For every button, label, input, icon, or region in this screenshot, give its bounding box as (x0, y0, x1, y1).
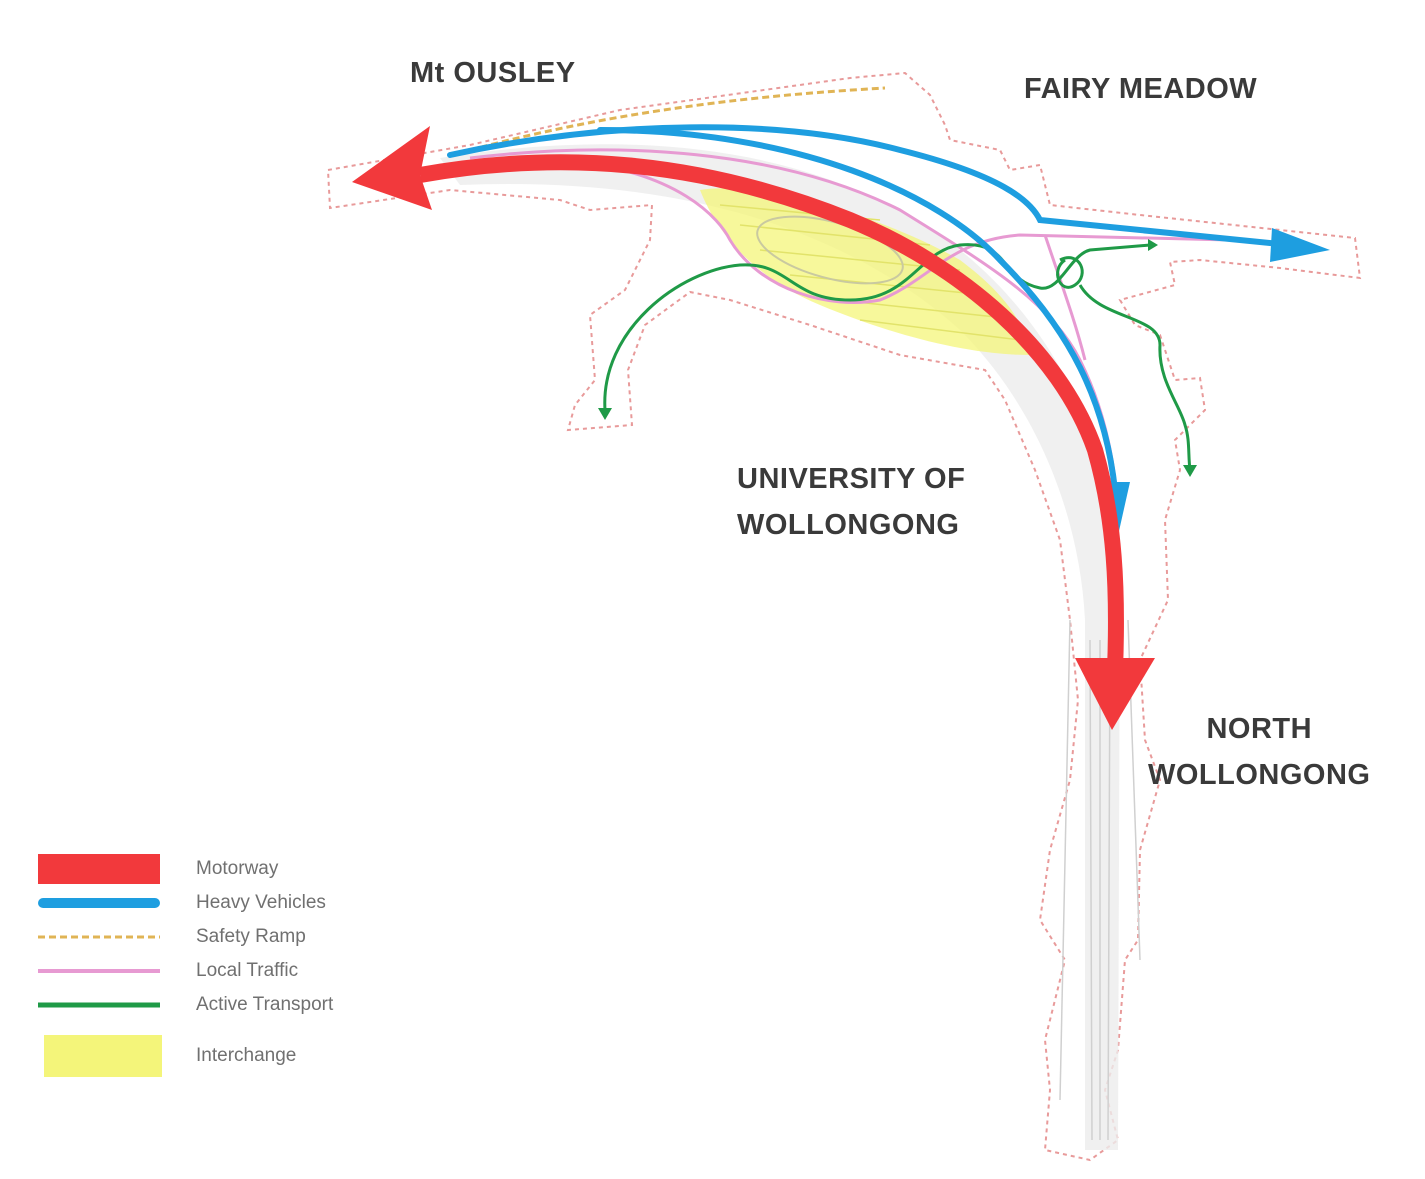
legend-item-interchange: Interchange (38, 1028, 398, 1084)
legend-item-heavy-vehicles: Heavy Vehicles (38, 886, 398, 920)
motorway-arrow-south (1075, 658, 1155, 730)
active-transport-routes (603, 243, 1192, 471)
place-label-mt-ousley: Mt OUSLEY (410, 50, 576, 96)
place-name: FAIRY MEADOW (1024, 73, 1258, 105)
heavy-vehicle-arrowheads (1102, 228, 1330, 540)
motorway-arrow-west (352, 126, 432, 210)
heavy-vehicle-arrow-east (1270, 228, 1330, 262)
motorway-swatch (38, 854, 160, 884)
legend-label: Local Traffic (196, 960, 299, 981)
legend-item-active-transport: Active Transport (38, 988, 398, 1022)
place-name-line: UNIVERSITY OF (737, 463, 966, 495)
legend-label: Motorway (196, 858, 279, 879)
interchange-swatch (44, 1035, 162, 1077)
legend-label: Interchange (196, 1045, 297, 1066)
heavy-vehicles-swatch (38, 898, 160, 908)
place-name-line: WOLLONGONG (737, 509, 960, 541)
place-name-line: WOLLONGONG (1148, 759, 1371, 791)
heavy-vehicle-routes (447, 124, 1293, 493)
place-label-fairy-meadow: FAIRY MEADOW (1024, 66, 1257, 112)
legend-label: Heavy Vehicles (196, 892, 326, 913)
map-legend: Motorway Heavy Vehicles Safety Ramp Loca… (38, 852, 398, 1084)
legend-item-motorway: Motorway (38, 852, 398, 886)
place-name: Mt OUSLEY (410, 57, 576, 89)
road-corridor (440, 144, 1120, 1151)
place-name-line: NORTH (1206, 713, 1313, 745)
legend-item-local-traffic: Local Traffic (38, 954, 398, 988)
legend-label: Safety Ramp (196, 926, 306, 947)
place-label-north-wollongong: NORTH WOLLONGONG (1148, 706, 1370, 798)
safety-ramp-route (469, 86, 886, 152)
motorway-route (418, 154, 1124, 671)
local-traffic-swatch (38, 969, 160, 973)
active-transport-arrowheads (598, 239, 1197, 477)
legend-item-safety-ramp: Safety Ramp (38, 920, 398, 954)
place-label-university: UNIVERSITY OF WOLLONGONG (737, 456, 965, 548)
active-transport-swatch (38, 1002, 160, 1008)
legend-label: Active Transport (196, 994, 334, 1015)
safety-ramp-swatch (38, 935, 160, 939)
